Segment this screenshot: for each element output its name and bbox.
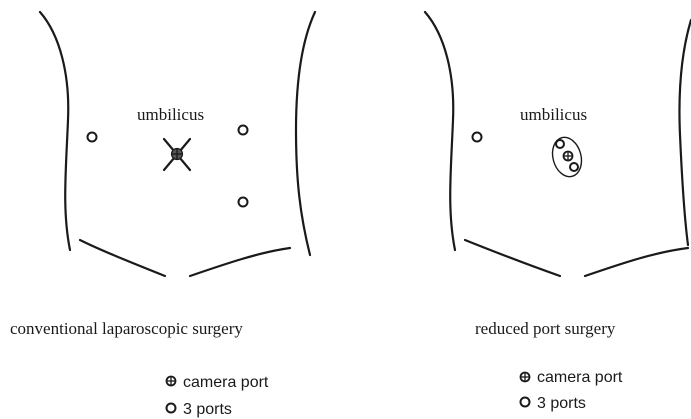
right-legend-ports-label: 3 ports bbox=[537, 395, 586, 412]
right-panel-title: reduced port surgery bbox=[475, 319, 616, 338]
right-legend-camera-port-label: camera port bbox=[537, 369, 623, 386]
left-camera-port bbox=[172, 149, 183, 160]
right-panel: umbilicus reduced port surgery camera po… bbox=[425, 12, 691, 412]
right-port-left bbox=[473, 133, 482, 142]
right-umbilicus-label: umbilicus bbox=[520, 105, 587, 124]
left-panel: umbilicus conventional laparoscopic surg… bbox=[10, 12, 315, 418]
left-umbilicus-label: umbilicus bbox=[137, 105, 204, 124]
left-legend-ports-label: 3 ports bbox=[183, 401, 232, 418]
left-port-upper-right bbox=[239, 126, 248, 135]
right-port-umbilical-upper bbox=[556, 140, 564, 148]
right-port-umbilical-lower bbox=[570, 163, 578, 171]
right-umbilical-single-incision bbox=[548, 134, 585, 180]
left-panel-title: conventional laparoscopic surgery bbox=[10, 319, 243, 338]
left-legend-port-icon bbox=[167, 404, 176, 413]
right-camera-port bbox=[564, 152, 573, 161]
right-legend-camera-port-icon bbox=[521, 373, 530, 382]
left-port-left bbox=[88, 133, 97, 142]
left-legend-camera-port-label: camera port bbox=[183, 374, 269, 391]
left-legend-camera-port-icon bbox=[167, 377, 176, 386]
right-legend-port-icon bbox=[521, 398, 530, 407]
left-torso-outline bbox=[40, 12, 315, 276]
left-legend: camera port 3 ports bbox=[167, 374, 269, 418]
right-legend: camera port 3 ports bbox=[521, 369, 623, 412]
left-port-lower-right bbox=[239, 198, 248, 207]
